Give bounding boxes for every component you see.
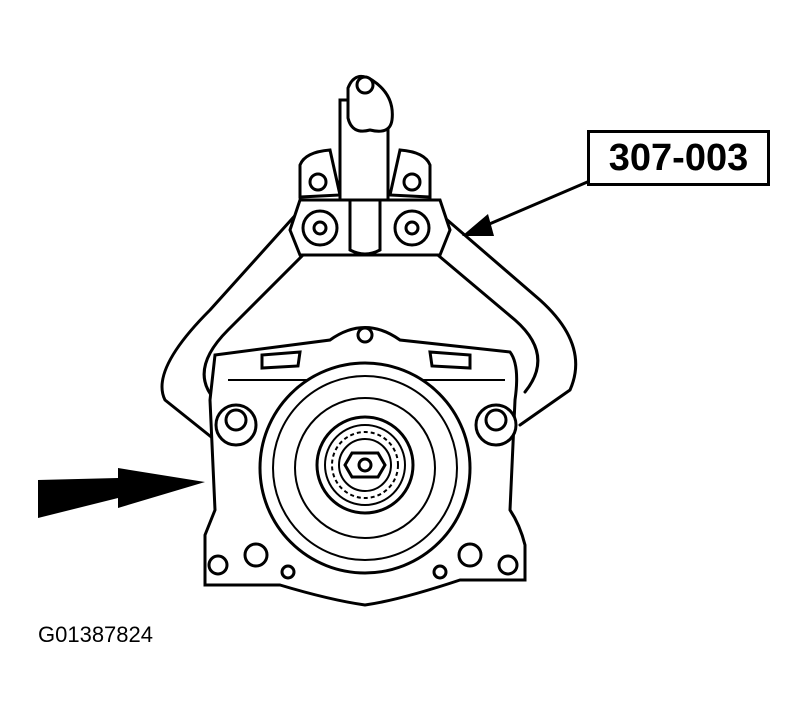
direction-arrow: [38, 468, 205, 518]
pointer-arrow-callout: [462, 178, 594, 236]
rotor-assembly: [258, 361, 472, 575]
figure-id-label: G01387824: [38, 622, 153, 647]
lifting-tool-bracket: [288, 74, 452, 257]
tool-number-label: 307-003: [608, 136, 749, 179]
attachment-bolts: [214, 403, 518, 447]
tool-number-callout: 307-003: [587, 130, 770, 186]
